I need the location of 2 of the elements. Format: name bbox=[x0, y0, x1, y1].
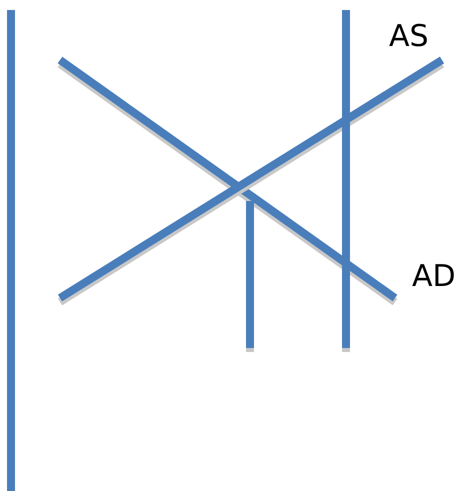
curve-label: AS bbox=[389, 22, 429, 52]
curve-label: AD bbox=[412, 262, 456, 292]
